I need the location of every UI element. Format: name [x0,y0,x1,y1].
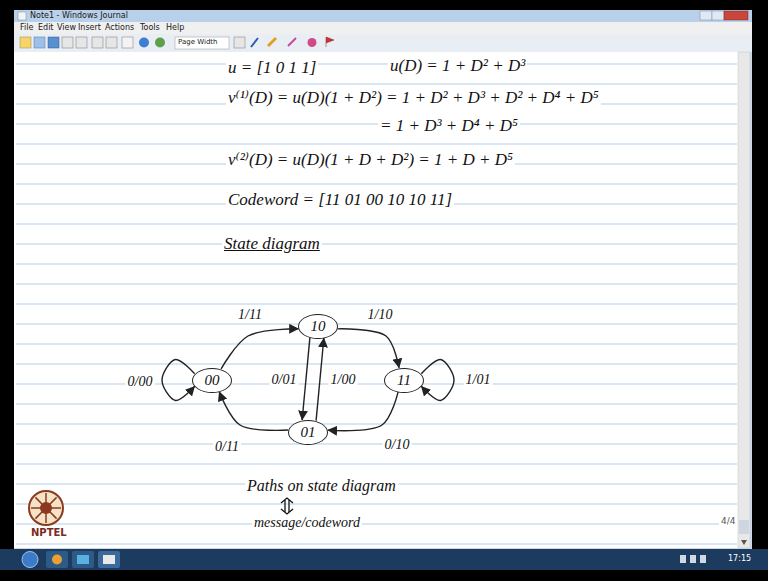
menu-bar [14,22,752,34]
page-number: 4/4 [719,516,737,526]
state-text-group: 00 [205,372,220,389]
equation: u(D) = 1 + D² + D³ [388,56,527,76]
taskbar [0,549,768,570]
transition-label: 1/11 [236,307,264,322]
state-transition [337,329,399,368]
note-text: message/codeword [252,515,362,531]
section-heading: State diagram [222,234,322,254]
toolbar-icons [20,37,334,49]
state-transition [219,392,288,431]
state-transition [328,392,398,431]
transition-label: 1/00 [329,372,358,387]
transition-label: 0/11 [213,439,241,454]
transition-label: 1/01 [464,372,493,387]
state-transition [162,359,195,400]
equivalence-arrow [281,498,293,514]
logo-text: NPTEL [29,527,69,539]
ruled-lines [16,64,737,544]
transition-label: 0/10 [383,437,412,452]
state-node: 01 [288,420,328,445]
state-text-group: 11 [397,372,411,389]
taskbar-icons [22,551,706,568]
state-transition [421,359,454,400]
state-transition [221,329,298,369]
transition-label: 0/00 [126,374,155,389]
transition-label: 1/10 [366,307,395,322]
window-title: Note1 - Windows Journal [30,11,128,20]
maximize-button [712,11,724,20]
toolbar-dropdown-text: Page Width [178,38,218,46]
menu-item: View [57,23,76,32]
minimize-button [700,11,712,20]
equation: u = [1 0 1 1] [226,58,318,78]
note-text: Paths on state diagram [245,477,398,495]
menu-item: Tools [140,23,160,32]
journal-page [14,52,738,548]
state-node: 10 [298,314,338,339]
scrollbar [738,52,750,548]
state-node: 11 [384,368,424,393]
nptel-logo [29,491,63,525]
scroll-thumb [739,520,749,534]
state-label: 10 [311,318,326,335]
app-icon [18,12,26,20]
close-button [724,11,748,20]
equation: v⁽¹⁾(D) = u(D)(1 + D²) = 1 + D² + D³ + D… [226,88,601,108]
state-transition [316,338,324,421]
state-transition [302,337,310,420]
menu-item: File [20,23,33,32]
menu-item: Actions [105,23,134,32]
title-bar [14,10,752,22]
clock: 17:15 [728,554,751,563]
scroll-arrow [741,540,747,545]
state-label: 01 [301,424,316,441]
state-label: 11 [397,372,411,389]
menu-item: Help [166,23,184,32]
equation: v⁽²⁾(D) = u(D)(1 + D + D²) = 1 + D + D⁵ [226,150,515,170]
menu-item: Edit [38,23,54,32]
menu-item: Insert [78,23,101,32]
transition-label: 0/01 [270,372,299,387]
window-frame [14,10,752,550]
state-text-group: 01 [301,424,316,441]
codeword-line: Codeword = [11 01 00 10 10 11] [226,190,454,210]
toolbar [14,34,752,52]
state-text-group: 10 [311,318,326,335]
state-label: 00 [205,372,220,389]
equation: = 1 + D³ + D⁴ + D⁵ [378,116,520,136]
state-node: 00 [192,368,232,393]
